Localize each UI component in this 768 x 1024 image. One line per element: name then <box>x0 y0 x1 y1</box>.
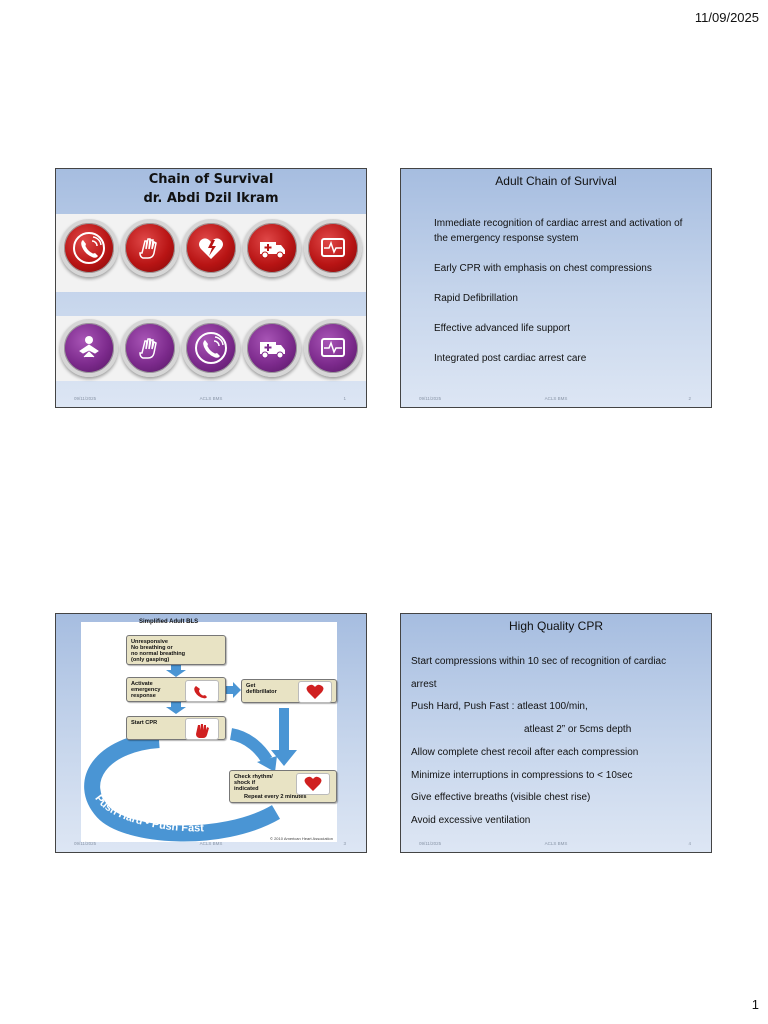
print-date: 11/09/2025 <box>694 10 759 25</box>
slide-4-title: High Quality CPR <box>508 619 604 633</box>
slide-footer-date: 09/11/2025 <box>74 396 97 401</box>
heart-defibrillator-icon <box>181 219 240 277</box>
slide-footer-center: ACLS BMS <box>544 841 568 846</box>
box-activate-text: Activate emergency response <box>131 681 161 699</box>
slide-4-list: Start compressions within 10 sec of reco… <box>411 651 706 833</box>
list-item: arrest <box>411 678 437 690</box>
box-check-rhythm: Check rhythm/ shock if indicated Repeat … <box>229 770 337 803</box>
phone-icon <box>181 319 240 377</box>
box-unresponsive: Unresponsive No breathing or no normal b… <box>126 635 226 665</box>
bls-flowchart: Push Hard • Push Fast Simplified Adult B… <box>81 619 337 842</box>
slide-1-title: Chain of Survival dr. Abdi Dzil Ikram <box>56 169 366 208</box>
slide-footer-center: ACLS BMS <box>544 396 568 401</box>
slide-3-footer: 09/11/2025 ACLS BMS 3 <box>56 841 366 849</box>
box-cpr-text: Start CPR <box>131 720 158 726</box>
copyright-text: © 2010 American Heart Association <box>270 836 333 841</box>
repeat-text: Repeat every 2 minutes <box>244 794 307 800</box>
slide-footer-date: 09/11/2025 <box>419 396 442 401</box>
box-check-text: Check rhythm/ shock if indicated <box>234 774 273 792</box>
list-item: Minimize interruptions in compressions t… <box>411 769 633 781</box>
list-item: Integrated post cardiac arrest care <box>434 353 587 364</box>
list-item: Effective advanced life support <box>434 323 571 334</box>
slide-4-thumbnail[interactable]: High Quality CPR Start compressions with… <box>400 613 712 853</box>
slide-1-author: dr. Abdi Dzil Ikram <box>143 191 279 206</box>
flowchart-heading: Simplified Adult BLS <box>139 619 199 625</box>
phone-icon <box>59 219 118 277</box>
ecg-monitor-icon <box>304 219 363 277</box>
box-start-cpr: Start CPR <box>126 716 226 740</box>
box-get-defibrillator: Get defibrillator <box>241 679 337 703</box>
ecg-monitor-icon <box>304 319 363 377</box>
list-item: Avoid excessive ventilation <box>411 814 531 826</box>
list-item: Early CPR with emphasis on chest compres… <box>434 263 652 274</box>
purple-icon-row <box>56 319 366 377</box>
slide-4-footer: 09/11/2025 ACLS BMS 4 <box>401 841 711 849</box>
slide-footer-date: 09/11/2025 <box>419 841 442 846</box>
slide-footer-number: 4 <box>688 841 691 846</box>
list-item: Immediate recognition of cardiac arrest … <box>434 218 683 244</box>
flowchart-graphics: Push Hard • Push Fast <box>84 665 297 842</box>
box-unresponsive-text: Unresponsive No breathing or no normal b… <box>131 639 186 663</box>
slide-2-thumbnail[interactable]: Adult Chain of Survival Immediate recogn… <box>400 168 712 408</box>
list-item: Allow complete chest recoil after each c… <box>411 746 639 758</box>
list-item: Start compressions within 10 sec of reco… <box>411 656 667 667</box>
slide-1-title-line1: Chain of Survival <box>148 172 274 187</box>
page-number: 1 <box>751 997 759 1012</box>
slide-footer-number: 1 <box>343 396 346 401</box>
heart-defibrillator-icon <box>298 681 332 703</box>
child-icon <box>59 319 118 377</box>
list-item: Rapid Defibrillation <box>434 293 518 304</box>
slide-footer-date: 09/11/2025 <box>74 841 97 846</box>
hands-cpr-icon <box>185 718 219 740</box>
slide-1-thumbnail[interactable]: Chain of Survival dr. Abdi Dzil Ikram <box>55 168 367 408</box>
slide-3-thumbnail[interactable]: Push Hard • Push Fast Simplified Adult B… <box>55 613 367 853</box>
box-activate-response: Activate emergency response <box>126 677 226 702</box>
slide-footer-center: ACLS BMS <box>199 396 223 401</box>
ambulance-icon <box>243 219 302 277</box>
list-item: Push Hard, Push Fast : atleast 100/min, <box>411 701 588 713</box>
slide-2-title: Adult Chain of Survival <box>495 174 617 188</box>
slide-2-list: Immediate recognition of cardiac arrest … <box>434 216 694 381</box>
push-hard-push-fast-text: Push Hard • Push Fast <box>92 793 204 835</box>
slide-footer-center: ACLS BMS <box>199 841 223 846</box>
hands-cpr-icon <box>120 319 179 377</box>
heart-defibrillator-icon <box>296 773 330 795</box>
slide-footer-number: 3 <box>343 841 346 846</box>
slide-footer-number: 2 <box>688 396 691 401</box>
slide-2-footer: 09/11/2025 ACLS BMS 2 <box>401 396 711 404</box>
phone-icon <box>185 680 219 702</box>
box-defib-text: Get defibrillator <box>246 683 277 695</box>
ambulance-icon <box>243 319 302 377</box>
list-item: Give effective breaths (visible chest ri… <box>411 792 591 804</box>
red-icon-row <box>56 219 366 277</box>
list-item: atleast 2” or 5cms depth <box>524 724 632 736</box>
slide-1-footer: 09/11/2025 ACLS BMS 1 <box>56 396 366 404</box>
hands-cpr-icon <box>120 219 179 277</box>
